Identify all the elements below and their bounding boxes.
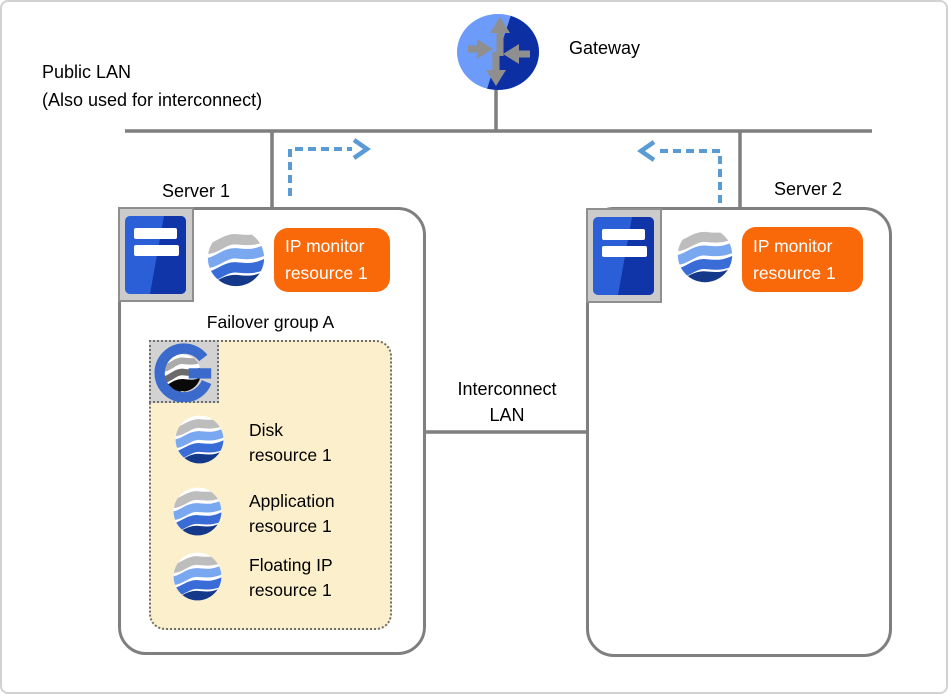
gateway-label: Gateway: [569, 38, 641, 58]
interconnect-lan-label: Interconnect LAN: [457, 379, 557, 425]
ip-monitor-label: IP monitor resource 1: [753, 235, 836, 283]
server-tower-icon: [118, 207, 194, 302]
failover-group-label: Failover group A: [206, 312, 335, 332]
ip-monitor-badge: IP monitor resource 1: [742, 227, 863, 292]
server-tower-icon: [586, 208, 662, 303]
resource-sphere-icon: [172, 551, 223, 602]
server1-label: Server 1: [162, 181, 231, 201]
failover-group-g-icon: [151, 342, 217, 402]
resource-sphere-icon: [676, 226, 734, 284]
ip-monitor-badge: IP monitor resource 1: [274, 228, 390, 292]
resource-label: Floating IP resource 1: [249, 555, 333, 600]
resource-label: Application resource 1: [249, 491, 335, 536]
gateway-router-icon: [456, 12, 540, 92]
ip-monitor-label: IP monitor resource 1: [285, 236, 368, 283]
resource-sphere-icon: [206, 228, 266, 288]
server2-monitor-ping-arrow: [637, 140, 722, 203]
public-lan-label: Public LAN (Also used for interconnect): [42, 62, 263, 110]
resource-sphere-icon: [172, 486, 223, 537]
resource-label: Disk resource 1: [249, 420, 332, 465]
server1-monitor-ping-arrow: [288, 138, 371, 196]
resource-sphere-icon: [174, 414, 225, 465]
server2-label: Server 2: [774, 179, 843, 199]
failover-group-icon-box: [149, 340, 219, 403]
